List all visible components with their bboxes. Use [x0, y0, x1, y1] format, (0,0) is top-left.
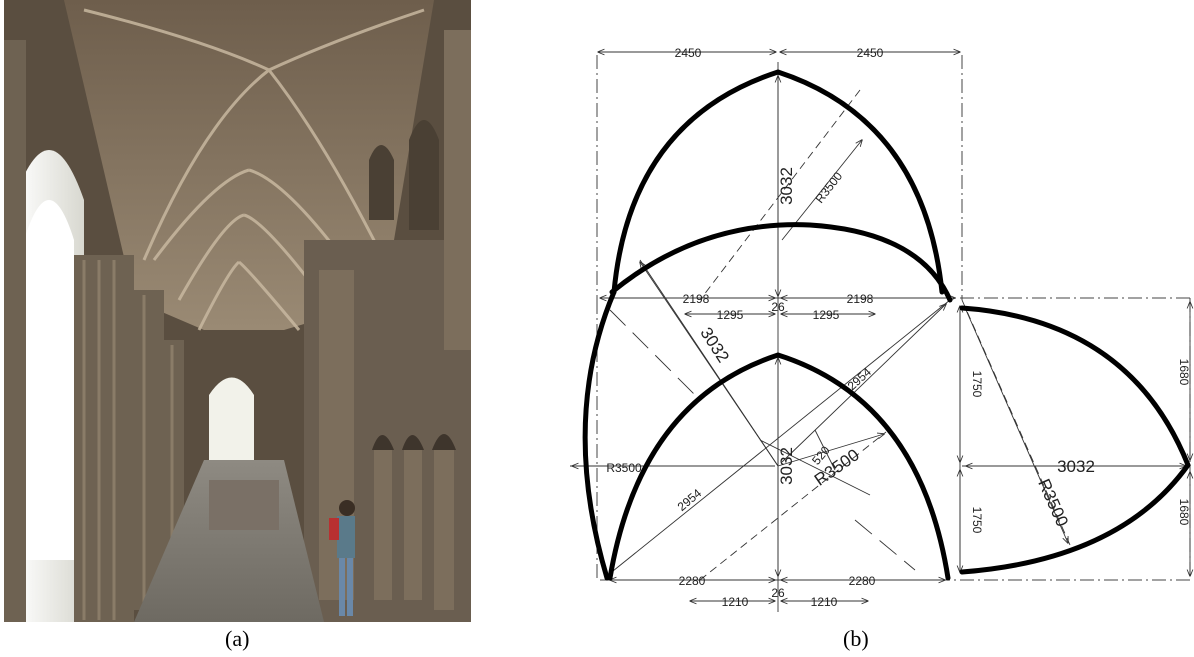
dim-3032-right: 3032 — [1057, 457, 1095, 476]
dim-r3500-left: R3500 — [606, 461, 642, 475]
middle-arch — [609, 222, 953, 303]
dim-2280-right: 2280 — [849, 574, 876, 588]
caption-b: (b) — [843, 626, 869, 651]
center-pointed-arch — [607, 352, 951, 581]
dim-1210-left: 1210 — [722, 595, 749, 609]
dim-2450-right: 2450 — [857, 46, 884, 60]
top-pointed-arch — [611, 69, 945, 295]
dim-3032-diag: 3032 — [696, 324, 733, 366]
dimension-labels: 2450 2450 3032 R3500 2198 2198 1295 1295… — [606, 46, 1191, 609]
dim-26-mid: 26 — [771, 300, 785, 314]
dim-r3500-top: R3500 — [812, 169, 845, 206]
construction-lines — [570, 62, 1186, 612]
dim-2450-left: 2450 — [675, 46, 702, 60]
dim-1750-upper: 1750 — [970, 371, 984, 398]
dim-2198-left: 2198 — [683, 292, 710, 306]
dim-2198-right: 2198 — [847, 292, 874, 306]
caption-a: (a) — [225, 626, 250, 651]
vault-photo — [4, 0, 471, 622]
dim-2954-upper: 2954 — [845, 365, 874, 393]
vault-geometry-drawing: 2450 2450 3032 R3500 2198 2198 1295 1295… — [570, 46, 1194, 612]
dim-1750-lower: 1750 — [970, 507, 984, 534]
left-arch — [582, 289, 617, 581]
dim-26-bottom: 26 — [771, 586, 785, 600]
vault-arcs — [582, 69, 1191, 581]
dim-1680-upper: 1680 — [1177, 359, 1191, 386]
dim-2280-left: 2280 — [679, 574, 706, 588]
right-pointed-arch — [959, 305, 1191, 575]
dim-1295-left: 1295 — [717, 308, 744, 322]
dim-3032-top: 3032 — [777, 167, 796, 205]
dim-r3500-right: R3500 — [1034, 476, 1072, 530]
dimension-lines — [572, 52, 1190, 601]
dim-3032-center: 3032 — [777, 447, 796, 485]
dim-1295-right: 1295 — [813, 308, 840, 322]
dim-1210-right: 1210 — [811, 595, 838, 609]
dim-1680-lower: 1680 — [1177, 499, 1191, 526]
